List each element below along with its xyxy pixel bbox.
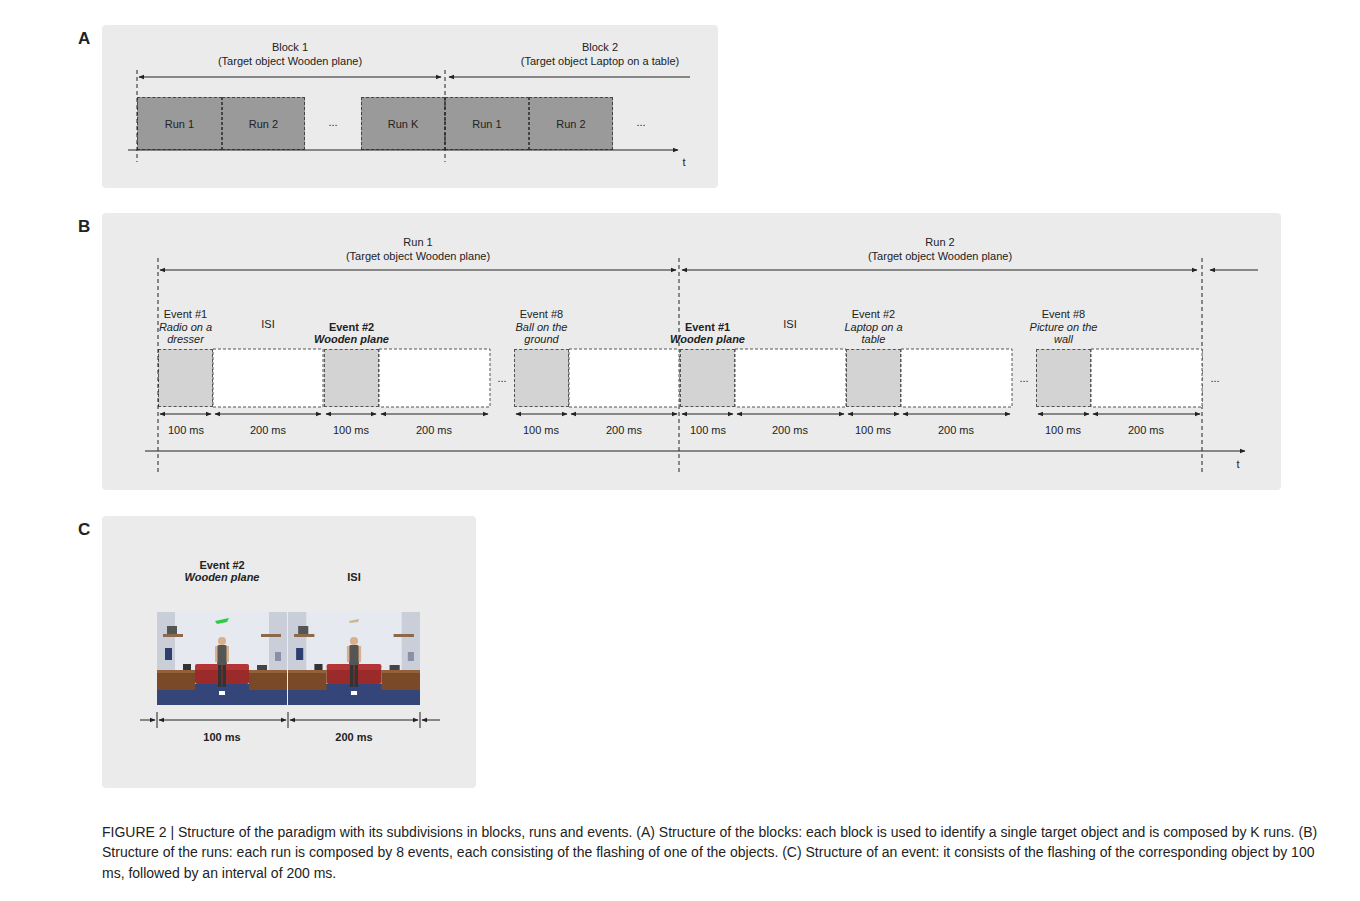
object-name: Wooden plane — [666, 333, 750, 346]
room-illustration — [288, 612, 420, 705]
ellipsis: ... — [328, 116, 337, 129]
event-number: ISI — [294, 571, 414, 584]
duration-arrow — [381, 414, 488, 415]
panel-letter: A — [78, 29, 90, 49]
duration-arrow — [1038, 414, 1089, 415]
annotation: (Target object Wooden plane) — [218, 55, 362, 68]
annotation: 200 ms — [250, 424, 286, 437]
run-label: Run 1 — [472, 118, 501, 130]
event-heading: Event #8Picture on the wall — [1022, 308, 1106, 346]
event-number: Event #2 — [162, 559, 282, 572]
duration-arrow — [903, 414, 1010, 415]
object-name: Wooden plane — [310, 333, 394, 346]
room-illustration — [157, 612, 287, 705]
duration-arrow — [326, 414, 376, 415]
annotation: ISI — [783, 318, 796, 331]
event-number: Event #8 — [500, 308, 584, 321]
annotation: 100 ms — [690, 424, 726, 437]
annotation: (Target object Laptop on a table) — [521, 55, 679, 68]
annotation: 100 ms — [203, 731, 240, 744]
ellipsis: ... — [1019, 372, 1028, 385]
annotation: 200 ms — [416, 424, 452, 437]
axis-label: t — [682, 156, 685, 169]
axis-label: t — [1236, 458, 1239, 471]
figure-caption: FIGURE 2 | Structure of the paradigm wit… — [102, 822, 1322, 883]
run-label: Run K — [388, 118, 419, 130]
annotation: Block 2 — [582, 41, 618, 54]
panel: CEvent #2Wooden planeISI — [102, 516, 476, 788]
event-heading: Event #1Radio on a dresser — [144, 308, 228, 346]
object-name: Ball on the ground — [500, 321, 584, 346]
annotation: 200 ms — [1128, 424, 1164, 437]
event-heading: Event #2Wooden plane — [162, 559, 282, 584]
annotation: 100 ms — [855, 424, 891, 437]
event-number: Event #1 — [666, 321, 750, 334]
annotation: Run 2 — [925, 236, 954, 249]
event-heading: Event #1Wooden plane — [666, 321, 750, 346]
object-name: Laptop on a table — [832, 321, 916, 346]
annotation: ISI — [261, 318, 274, 331]
annotation: 200 ms — [938, 424, 974, 437]
object-name: Radio on a dresser — [144, 321, 228, 346]
run-label: Run 2 — [556, 118, 585, 130]
event-box: Event #1Radio on a dresser — [158, 349, 213, 407]
run-label: Run 1 — [165, 118, 194, 130]
duration-arrow — [682, 414, 733, 415]
object-name: Picture on the wall — [1022, 321, 1106, 346]
event-number: Event #1 — [144, 308, 228, 321]
ellipsis: ... — [497, 372, 506, 385]
duration-arrow — [1093, 414, 1200, 415]
annotation: (Target object Wooden plane) — [346, 250, 490, 263]
annotation: (Target object Wooden plane) — [868, 250, 1012, 263]
event-number: Event #2 — [832, 308, 916, 321]
scene-image: Event #2Wooden plane — [157, 612, 287, 705]
panel-letter: B — [78, 217, 90, 237]
panel: ARun 1Run 2Run KRun 1Run 2 — [102, 25, 718, 188]
run-label: Run 2 — [249, 118, 278, 130]
annotation: 200 ms — [606, 424, 642, 437]
annotation: 100 ms — [523, 424, 559, 437]
event-heading: Event #2Wooden plane — [310, 321, 394, 346]
run-box: Run K — [361, 97, 445, 150]
event-heading: Event #2Laptop on a table — [832, 308, 916, 346]
event-box: Event #8Picture on the wall — [1036, 349, 1091, 407]
event-number: Event #8 — [1022, 308, 1106, 321]
ellipsis: ... — [1210, 372, 1219, 385]
duration-arrow — [215, 414, 321, 415]
event-heading: Event #8Ball on the ground — [500, 308, 584, 346]
panel-letter: C — [78, 520, 90, 540]
run-box: Run 1 — [137, 97, 222, 150]
event-box: Event #8Ball on the ground — [514, 349, 569, 407]
scene-image: ISI — [288, 612, 420, 705]
event-heading: ISI — [294, 571, 414, 584]
annotation: 200 ms — [772, 424, 808, 437]
ellipsis: ... — [636, 116, 645, 129]
run-box: Run 2 — [222, 97, 305, 150]
event-box: Event #2Laptop on a table — [846, 349, 901, 407]
duration-arrow — [571, 414, 677, 415]
duration-arrow — [737, 414, 844, 415]
annotation: 100 ms — [168, 424, 204, 437]
duration-arrow — [160, 414, 211, 415]
annotation: Block 1 — [272, 41, 308, 54]
annotation: 100 ms — [333, 424, 369, 437]
duration-arrow — [516, 414, 567, 415]
annotation: Run 1 — [403, 236, 432, 249]
object-name: Wooden plane — [162, 571, 282, 584]
duration-arrow — [848, 414, 899, 415]
event-box: Event #2Wooden plane — [324, 349, 379, 407]
run-box: Run 2 — [529, 97, 613, 150]
event-number: Event #2 — [310, 321, 394, 334]
annotation: 200 ms — [335, 731, 372, 744]
annotation: 100 ms — [1045, 424, 1081, 437]
event-box: Event #1Wooden plane — [680, 349, 735, 407]
run-box: Run 1 — [445, 97, 529, 150]
